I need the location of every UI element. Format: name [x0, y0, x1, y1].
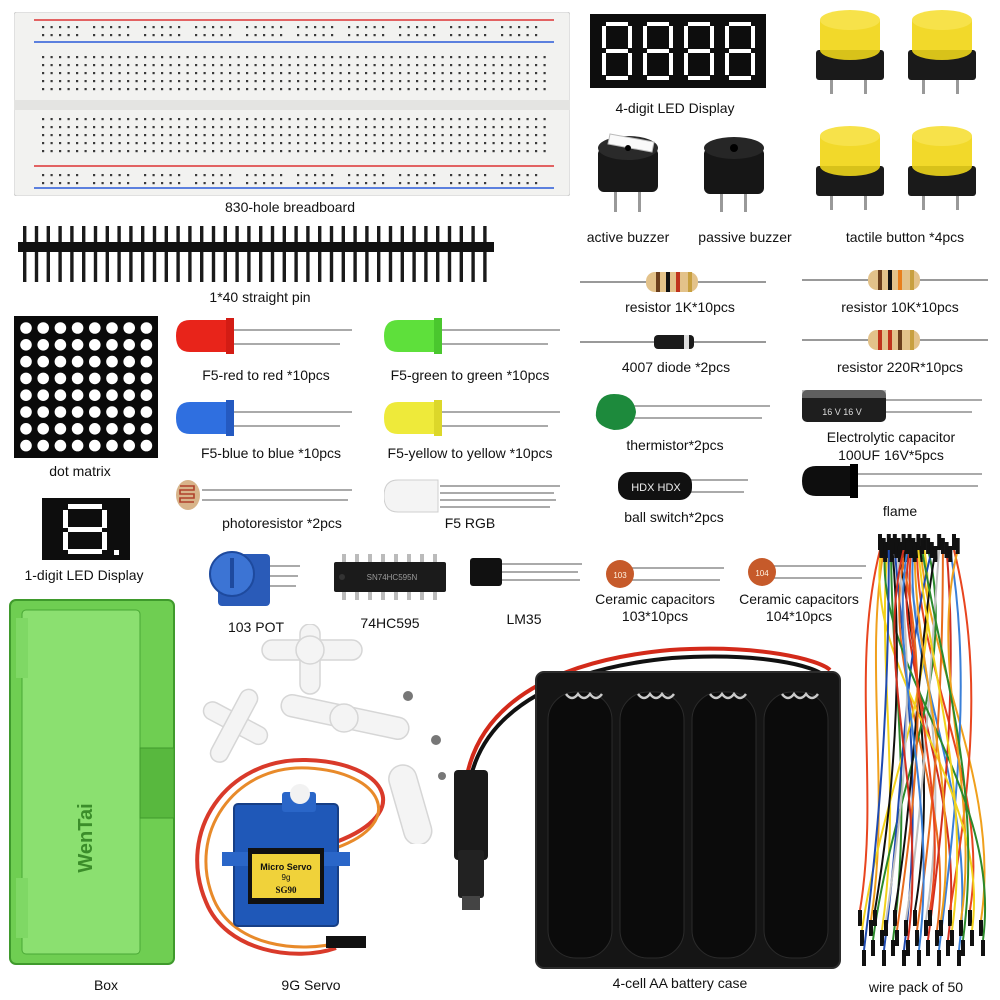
electrolytic-image: 16 V 16 V	[802, 388, 982, 424]
servo-caption: 9G Servo	[281, 977, 341, 993]
led-rgb-image	[384, 478, 560, 514]
active-buzzer-caption: active buzzer	[586, 229, 670, 245]
ceramic-103-image: 103	[604, 558, 724, 592]
led-red-caption: F5-red to red *10pcs	[202, 367, 330, 383]
potentiometer-caption: 103 POT	[227, 619, 285, 635]
resistor-10k-image	[802, 266, 988, 296]
tactile-caption: tactile button *4pcs	[845, 229, 965, 245]
svg-text:16 V 16 V: 16 V 16 V	[822, 407, 862, 417]
led-blue-caption: F5-blue to blue *10pcs	[200, 445, 342, 461]
servo-label-3: SG90	[275, 885, 297, 895]
ceramic-104-image: 104	[746, 556, 866, 590]
ic-74hc595-image: SN74HC595N	[334, 554, 446, 600]
servo-horns-image	[200, 624, 450, 844]
ic-74hc595-caption: 74HC595	[360, 615, 420, 631]
jumper-wires-caption: wire pack of 50	[868, 979, 964, 995]
cap-104-mark: 104	[755, 569, 769, 578]
potentiometer-image	[204, 544, 300, 612]
resistor-1k-caption: resistor 1K*10pcs	[625, 299, 735, 315]
ic-mark: SN74HC595N	[367, 573, 418, 582]
led-green-caption: F5-green to green *10pcs	[390, 367, 550, 383]
led-yellow-image	[384, 400, 560, 440]
resistor-1k-image	[580, 268, 766, 298]
breadboard-caption: 830-hole breadboard	[225, 199, 355, 215]
storage-box-image: WenTai	[8, 598, 180, 968]
led-4digit-image	[590, 14, 766, 88]
led-rgb-caption: F5 RGB	[444, 515, 496, 531]
ball-switch-caption: ball switch*2pcs	[624, 509, 724, 525]
storage-box-caption: Box	[93, 977, 119, 993]
ceramic-103-caption-1: Ceramic capacitors	[595, 591, 715, 607]
box-brand-text: WenTai	[75, 803, 97, 872]
breadboard-image	[14, 12, 570, 196]
ceramic-104-caption-1: Ceramic capacitors	[739, 591, 859, 607]
lm35-image	[470, 556, 582, 588]
led-green-image	[384, 318, 560, 358]
servo-motor-image: Micro Servo 9g SG90	[186, 752, 398, 972]
battery-case-image	[440, 640, 850, 970]
led-yellow-caption: F5-yellow to yellow *10pcs	[387, 445, 553, 461]
photoresistor-caption: photoresistor *2pcs	[222, 515, 342, 531]
passive-buzzer-image	[700, 132, 770, 216]
led-red-image	[176, 318, 352, 358]
thermistor-image	[594, 392, 770, 434]
jumper-wires-image	[840, 530, 998, 970]
led-4digit-caption: 4-digit LED Display	[615, 100, 735, 116]
tactile-buttons-image	[808, 6, 988, 218]
resistor-220-image	[802, 326, 988, 356]
passive-buzzer-caption: passive buzzer	[698, 229, 792, 245]
resistor-220-caption: resistor 220R*10pcs	[836, 359, 964, 375]
dot-matrix-image	[14, 316, 158, 458]
ball-switch-image: HDX HDX	[618, 470, 748, 502]
resistor-10k-caption: resistor 10K*10pcs	[841, 299, 959, 315]
servo-label-2: 9g	[282, 873, 291, 882]
led-1digit-caption: 1-digit LED Display	[24, 567, 144, 583]
ceramic-104-caption-2: 104*10pcs	[765, 608, 833, 624]
led-1digit-image	[42, 498, 130, 560]
flame-sensor-image	[802, 464, 982, 498]
active-buzzer-image	[592, 128, 666, 216]
dot-matrix-caption: dot matrix	[49, 463, 111, 479]
electrolytic-caption-2: 100UF 16V*5pcs	[838, 447, 944, 463]
diode-caption: 4007 diode *2pcs	[621, 359, 731, 375]
diode-image	[580, 330, 766, 354]
flame-caption: flame	[882, 503, 918, 519]
ball-switch-mark: HDX HDX	[631, 482, 681, 494]
ceramic-103-caption-2: 103*10pcs	[621, 608, 689, 624]
photoresistor-image	[172, 478, 352, 512]
cap-103-mark: 103	[613, 571, 627, 580]
pin-header-image	[18, 226, 498, 284]
electrolytic-caption-1: Electrolytic capacitor	[826, 429, 956, 445]
led-blue-image	[176, 400, 352, 440]
lm35-caption: LM35	[506, 611, 542, 627]
servo-label-1: Micro Servo	[260, 862, 312, 872]
pin-header-caption: 1*40 straight pin	[209, 289, 311, 305]
thermistor-caption: thermistor*2pcs	[626, 437, 724, 453]
battery-case-caption: 4-cell AA battery case	[612, 975, 748, 991]
